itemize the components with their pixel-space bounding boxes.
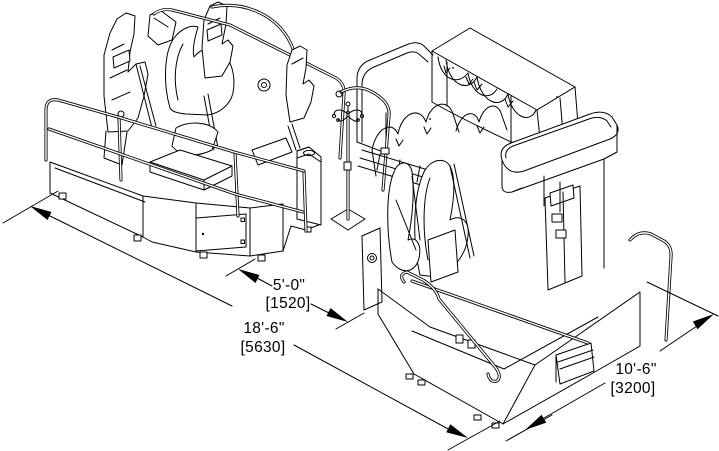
dimension-line bbox=[256, 277, 330, 314]
dimension-gap-imperial-label: 5'-0" bbox=[273, 277, 305, 294]
dimension-gap-metric-label: [1520] bbox=[266, 295, 311, 312]
arrow-icon bbox=[30, 206, 52, 220]
canopy-swags bbox=[445, 59, 537, 118]
extension-line bbox=[2, 190, 59, 224]
anchor-shackle bbox=[455, 334, 464, 344]
pole-collar bbox=[343, 161, 352, 171]
arrow-icon bbox=[525, 414, 547, 430]
pole-hooks bbox=[333, 105, 363, 122]
dimension-gap: 5'-0" [1520] bbox=[225, 258, 365, 330]
right-machine bbox=[335, 27, 673, 429]
dimension-overall-length: 18'-6" [5630] bbox=[2, 190, 501, 451]
side-pod bbox=[361, 227, 383, 311]
seat-cushion bbox=[427, 229, 459, 283]
left-machine-seats bbox=[103, 1, 346, 191]
access-door-panel bbox=[195, 213, 247, 252]
extension-line bbox=[447, 420, 501, 451]
seat-harness-tower bbox=[103, 12, 149, 133]
dimension-depth-metric-label: [3200] bbox=[611, 380, 656, 397]
dimension-overall-metric-label: [5630] bbox=[241, 339, 286, 356]
pole-stand bbox=[330, 101, 366, 231]
arrow-icon bbox=[692, 314, 714, 330]
arrow-icon bbox=[238, 269, 260, 283]
arrow-icon bbox=[326, 308, 348, 322]
left-machine-platform bbox=[49, 146, 322, 262]
seat-crest-arcs bbox=[371, 103, 460, 177]
right-machine-seats bbox=[357, 103, 583, 311]
leveling-feet bbox=[58, 192, 312, 262]
dimension-overall-imperial-label: 18'-6" bbox=[243, 320, 284, 337]
rear-hood bbox=[356, 42, 434, 154]
dimension-line bbox=[47, 214, 451, 431]
dimension-depth: 10'-6" [3200] bbox=[505, 281, 719, 442]
arrow-icon bbox=[446, 424, 468, 438]
bench-seat bbox=[500, 111, 619, 269]
seat-head-flap bbox=[147, 9, 177, 46]
dimension-depth-imperial-label: 10'-6" bbox=[615, 361, 656, 378]
seat-harness-tower bbox=[285, 45, 315, 123]
extension-line bbox=[335, 312, 365, 330]
dimension-line bbox=[543, 325, 698, 419]
left-machine bbox=[44, 1, 346, 262]
harness-straps bbox=[135, 63, 219, 151]
extension-line bbox=[225, 258, 256, 277]
leveling-feet bbox=[405, 373, 500, 429]
right-pedestal bbox=[296, 146, 322, 226]
machine-base bbox=[377, 288, 641, 429]
seat-harness-tower bbox=[387, 162, 421, 272]
extension-line bbox=[646, 281, 719, 317]
